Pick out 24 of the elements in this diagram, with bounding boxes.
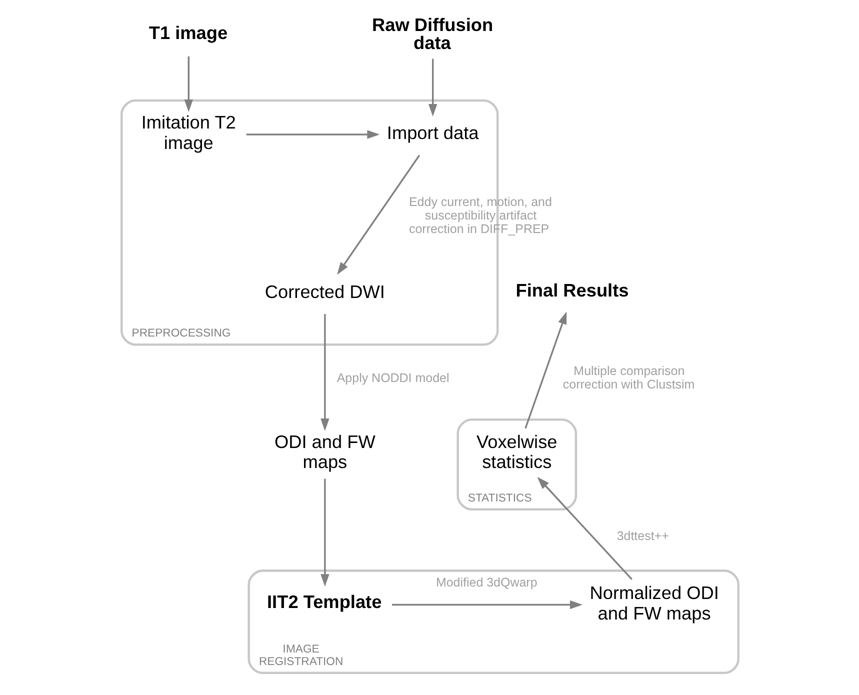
node-text: T1 image bbox=[148, 22, 228, 43]
arrow bbox=[524, 312, 566, 429]
node-text: Voxelwise statistics bbox=[476, 432, 557, 472]
node-text: Import data bbox=[386, 122, 478, 143]
node-text: ODI and FW maps bbox=[274, 432, 375, 472]
arrow bbox=[246, 130, 380, 139]
edge-label: Apply NODDI model bbox=[336, 370, 449, 385]
arrow bbox=[320, 478, 329, 587]
node-text: Imitation T2 image bbox=[140, 112, 236, 154]
node-text: Corrected DWI bbox=[264, 282, 384, 302]
node-text: IIT2 Template bbox=[266, 592, 382, 612]
edge-label: Multiple comparison correction with Clustsim bbox=[562, 364, 694, 392]
arrow bbox=[184, 56, 193, 112]
arrow bbox=[392, 600, 582, 610]
arrow bbox=[428, 58, 437, 116]
arrow bbox=[536, 476, 632, 580]
arrow bbox=[320, 314, 329, 431]
node-text: Final Results bbox=[515, 280, 628, 301]
edge-label: Eddy current, motion, and susceptibility artifact correction in DIFF_PREP bbox=[408, 194, 552, 236]
node-text: Normalized ODI and FW maps bbox=[589, 582, 718, 624]
arrow bbox=[336, 154, 420, 275]
edge-label: Modified 3dQwarp bbox=[435, 575, 537, 590]
edge-label: 3dttest++ bbox=[616, 528, 668, 543]
node-text: Raw Diffusion data bbox=[372, 14, 493, 54]
